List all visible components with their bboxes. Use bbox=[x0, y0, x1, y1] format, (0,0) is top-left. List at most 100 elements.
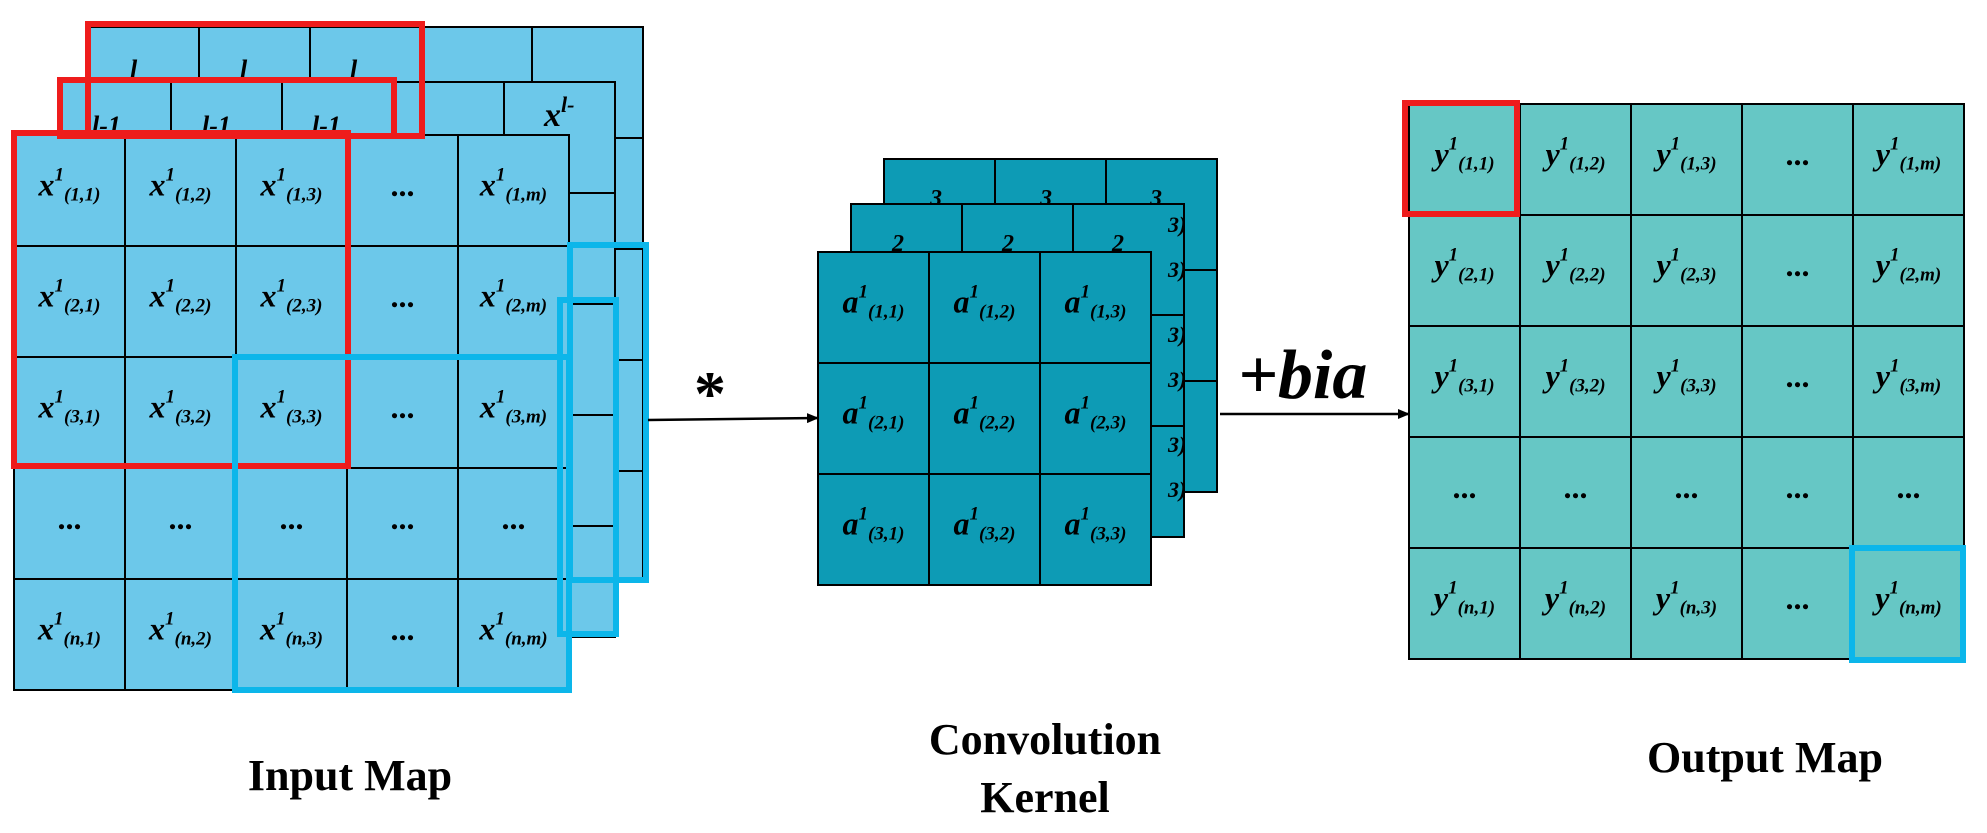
cell-label: a1(1,3) bbox=[1065, 282, 1127, 323]
kernel-edge-fragment: 3) bbox=[1167, 432, 1186, 457]
grid-cell bbox=[1408, 547, 1521, 660]
grid-cell bbox=[346, 134, 459, 247]
input-highlight-blue-front bbox=[232, 354, 572, 693]
grid-cell bbox=[457, 356, 570, 469]
cell-label: x1(1,1) bbox=[38, 165, 101, 206]
cell-label: ... bbox=[391, 167, 415, 203]
kernel-edge-fragment: 3) bbox=[1167, 477, 1186, 502]
grid-cell bbox=[1039, 362, 1152, 475]
grid-cell bbox=[1519, 547, 1632, 660]
cell-label: ... bbox=[58, 500, 82, 536]
cell-label: y1(2,1) bbox=[1430, 245, 1494, 286]
cell-label: y1(n,1) bbox=[1430, 578, 1495, 619]
kernel-edge-fragment: 3) bbox=[1167, 257, 1186, 282]
kernel-front-grid: a1(1,1)a1(1,2)a1(1,3)a1(2,1)a1(2,2)a1(2,… bbox=[817, 251, 1152, 586]
kernel-caption-line2: Kernel bbox=[980, 773, 1110, 822]
cell-label: ... bbox=[280, 500, 304, 536]
cell-label: y1(1,2) bbox=[1541, 134, 1605, 175]
output-map-stack: y1(1,1) y1(1,2) y1(1,3)... y1(1,m) y1(2,1) y1… bbox=[1402, 100, 1966, 663]
cell-label: ... bbox=[1453, 469, 1477, 505]
cell-label: a1(2,2) bbox=[954, 393, 1016, 434]
grid-cell bbox=[817, 473, 930, 586]
cell-label: y1(1,m) bbox=[1872, 134, 1941, 175]
cell-label: x1(2,2) bbox=[149, 276, 212, 317]
kernel-edge-fragment: 3) bbox=[1167, 322, 1186, 347]
cell-label: ... bbox=[169, 500, 193, 536]
cell-label: y1(1,3) bbox=[1652, 134, 1716, 175]
cell-label: x1(1,2) bbox=[149, 165, 212, 206]
cell-label: y1(n,2) bbox=[1541, 578, 1606, 619]
cell-label: x1(1,m) bbox=[479, 165, 547, 206]
output-front-grid: y1(1,1) y1(1,2) y1(1,3)... y1(1,m) y1(2,1) y1… bbox=[1408, 103, 1965, 660]
grid-cell bbox=[13, 467, 126, 580]
grid-cell bbox=[1852, 547, 1965, 660]
grid-cell bbox=[1741, 325, 1854, 438]
cell-label: y1(2,3) bbox=[1652, 245, 1716, 286]
input-layer3-top-label: l bbox=[240, 55, 248, 84]
output-highlight-blue bbox=[1849, 545, 1966, 663]
input-layer3-top-label: l bbox=[350, 55, 358, 84]
cell-label: ... bbox=[1564, 469, 1588, 505]
cell-label: y1(1,1) bbox=[1430, 134, 1494, 175]
cell-label: a1(2,3) bbox=[1065, 393, 1127, 434]
grid-cell bbox=[457, 134, 570, 247]
cell-label: x1(n,3) bbox=[259, 609, 323, 650]
cell-label: ... bbox=[391, 500, 415, 536]
cell-label: x1(2,1) bbox=[38, 276, 101, 317]
grid-cell bbox=[1519, 214, 1632, 327]
cell-label: ... bbox=[391, 389, 415, 425]
cell-label: x1(3,3) bbox=[260, 387, 323, 428]
cell-label: ... bbox=[1897, 469, 1921, 505]
convolution-operator: * bbox=[694, 358, 726, 429]
cell-label: y1(3,m) bbox=[1872, 356, 1941, 397]
cell-label: y1(3,1) bbox=[1430, 356, 1494, 397]
cell-label: x1(1,3) bbox=[260, 165, 323, 206]
grid-cell bbox=[1519, 103, 1632, 216]
grid-cell bbox=[13, 245, 126, 358]
input-front-grid: x1(1,1) x1(1,2) x1(1,3)... x1(1,m) x1(2,1) x1… bbox=[13, 134, 570, 691]
cell-label: ... bbox=[502, 500, 526, 536]
grid-cell bbox=[1852, 325, 1965, 438]
cell-label: a1(3,2) bbox=[954, 504, 1016, 545]
cell-label: x1(3,1) bbox=[38, 387, 101, 428]
connectors: * +bia bbox=[647, 337, 1410, 429]
grid-cell bbox=[1039, 251, 1152, 364]
cell-label: x1(2,m) bbox=[479, 276, 547, 317]
grid-cell bbox=[1630, 325, 1743, 438]
kernel-layer2-top-label: 2 bbox=[1111, 231, 1124, 257]
grid-cell bbox=[346, 467, 459, 580]
input-map-caption: Input Map bbox=[247, 751, 453, 800]
cell-label: y1(n,3) bbox=[1652, 578, 1717, 619]
grid-cell bbox=[1741, 214, 1854, 327]
cell-label: ... bbox=[1786, 580, 1810, 616]
cell-label: x1(n,1) bbox=[37, 609, 101, 650]
grid-cell bbox=[817, 251, 930, 364]
cell-label: y1(n,m) bbox=[1871, 578, 1941, 619]
grid-cell bbox=[1741, 103, 1854, 216]
output-map-caption: Output Map bbox=[1647, 733, 1883, 782]
grid-cell bbox=[1852, 436, 1965, 549]
cell-label: x1(n,2) bbox=[148, 609, 212, 650]
input-layer3-top-label: l bbox=[130, 55, 138, 84]
grid-cell bbox=[124, 356, 237, 469]
grid-cell bbox=[1039, 473, 1152, 586]
cell-label: a1(1,2) bbox=[954, 282, 1016, 323]
cell-label: ... bbox=[1786, 358, 1810, 394]
grid-cell bbox=[1408, 325, 1521, 438]
output-highlight-red bbox=[1402, 100, 1520, 217]
cell-label: x1(n,m) bbox=[478, 609, 547, 650]
cell-label: x1(3,m) bbox=[479, 387, 547, 428]
cell-label: a1(2,1) bbox=[843, 393, 905, 434]
arrow-input-to-kernel bbox=[647, 413, 819, 424]
grid-cell bbox=[1741, 436, 1854, 549]
cell-label: ... bbox=[1786, 469, 1810, 505]
grid-cell bbox=[928, 251, 1041, 364]
cell-label: x1(3,2) bbox=[149, 387, 212, 428]
grid-cell bbox=[235, 245, 348, 358]
input-highlight-red-front bbox=[11, 130, 351, 469]
grid-cell bbox=[1741, 547, 1854, 660]
grid-cell bbox=[235, 356, 348, 469]
